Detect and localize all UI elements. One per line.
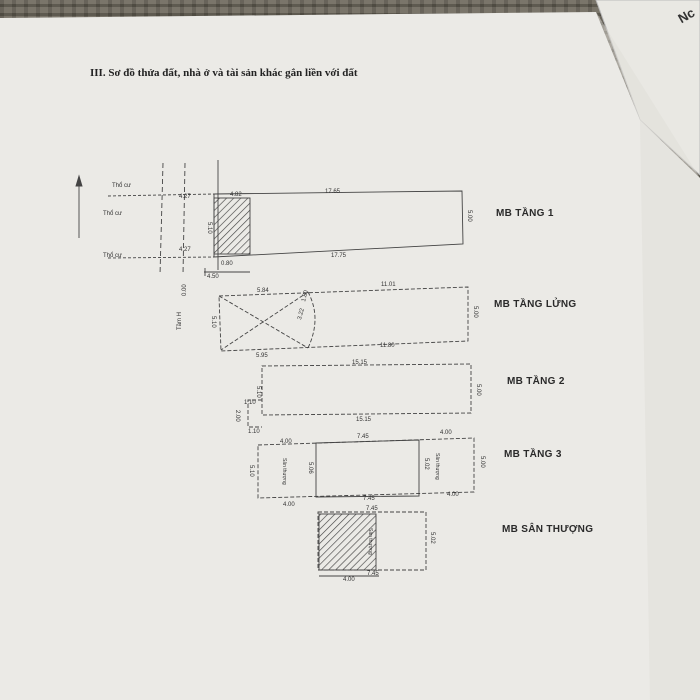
t2-bottom-width: 15.15: [356, 417, 372, 423]
t3-top-left: 4.00: [280, 439, 292, 445]
st-bottom-left: 4.00: [343, 577, 355, 583]
t2-left-height: 5.10: [255, 386, 261, 398]
t3-inner-right-height: 5.02: [423, 458, 429, 470]
lung-top-left: 5.84: [257, 288, 269, 294]
st-bottom-width: 7.45: [367, 571, 379, 577]
label-mb-tang-1: MB TẦNG 1: [496, 208, 554, 219]
lung-inner-a: 3.22: [297, 307, 306, 320]
neighbor-label-bot: Thổ cư: [103, 252, 122, 259]
label-mb-tang-2: MB TẦNG 2: [507, 376, 565, 387]
t2-step-height: 2.00: [234, 410, 240, 422]
t3-bottom-left: 4.00: [283, 502, 295, 508]
dim-hatch-top: 4.82: [230, 192, 242, 198]
plan-tang-lung: [218, 286, 469, 352]
lung-left-height: 5.10: [210, 316, 216, 328]
lung-left-note: Tầm H: [177, 312, 183, 330]
lung-right-height: 5.00: [472, 306, 478, 318]
dim-bottom-width: 17.75: [331, 253, 347, 259]
t3-top-right: 4.00: [440, 430, 452, 436]
plan-tang-2: [247, 363, 472, 428]
lung-inner-b: 1.80: [301, 289, 310, 302]
t3-san-right: Sân thượng: [434, 453, 440, 480]
section-heading: III. Sơ đồ thửa đất, nhà ở và tài sản kh…: [90, 67, 358, 79]
t2-right-height: 5.00: [475, 384, 481, 396]
plan-san-thuong: [317, 511, 427, 577]
label-mb-tang-3: MB TẦNG 3: [504, 449, 562, 460]
t3-top-mid: 7.45: [357, 434, 369, 440]
dim-hatch-bottom: 0.80: [221, 261, 233, 267]
label-mb-san-thuong: MB SÂN THƯỢNG: [502, 524, 594, 535]
st-mid-note: Sân thượng: [367, 528, 373, 555]
dim-left-height: 5.10: [206, 222, 212, 234]
neighbor-label-top: Thổ cư: [112, 182, 131, 189]
t2-step-top: 1.10: [244, 400, 256, 406]
label-mb-tang-lung: MB TẦNG LỬNG: [494, 299, 577, 310]
st-right-height: 5.02: [429, 532, 435, 544]
t2-top-width: 15.15: [352, 360, 368, 366]
dim-road-small: 4.50: [207, 274, 219, 280]
t3-bottom-right: 4.00: [447, 492, 459, 498]
plan-tang-1: [75, 160, 464, 276]
paper: [0, 12, 700, 700]
plan-tang-3: [257, 437, 475, 499]
dim-left-top: 4.27: [179, 194, 191, 200]
t2-step-bottom: 1.10: [248, 429, 260, 435]
neighbor-label-mid: Thổ cư: [103, 210, 122, 217]
t3-right-height: 5.00: [479, 456, 485, 468]
t3-inner-left-height: 5.06: [307, 462, 313, 474]
lung-bottom-left: 5.95: [256, 353, 268, 359]
lung-bottom-right: 11.80: [380, 343, 395, 349]
st-top-width: 7.45: [366, 506, 378, 512]
dim-left-bottom: 4.27: [179, 247, 191, 253]
dim-right-height: 5.00: [466, 210, 472, 222]
t3-left-height: 5.10: [248, 465, 254, 477]
lung-top-right: 11.01: [381, 282, 396, 288]
t3-san-left: Sân thượng: [281, 458, 287, 485]
t3-bottom-mid: 7.45: [363, 496, 375, 502]
dim-top-width: 17.65: [325, 189, 341, 195]
dim-road-width: 0.00: [182, 284, 188, 296]
